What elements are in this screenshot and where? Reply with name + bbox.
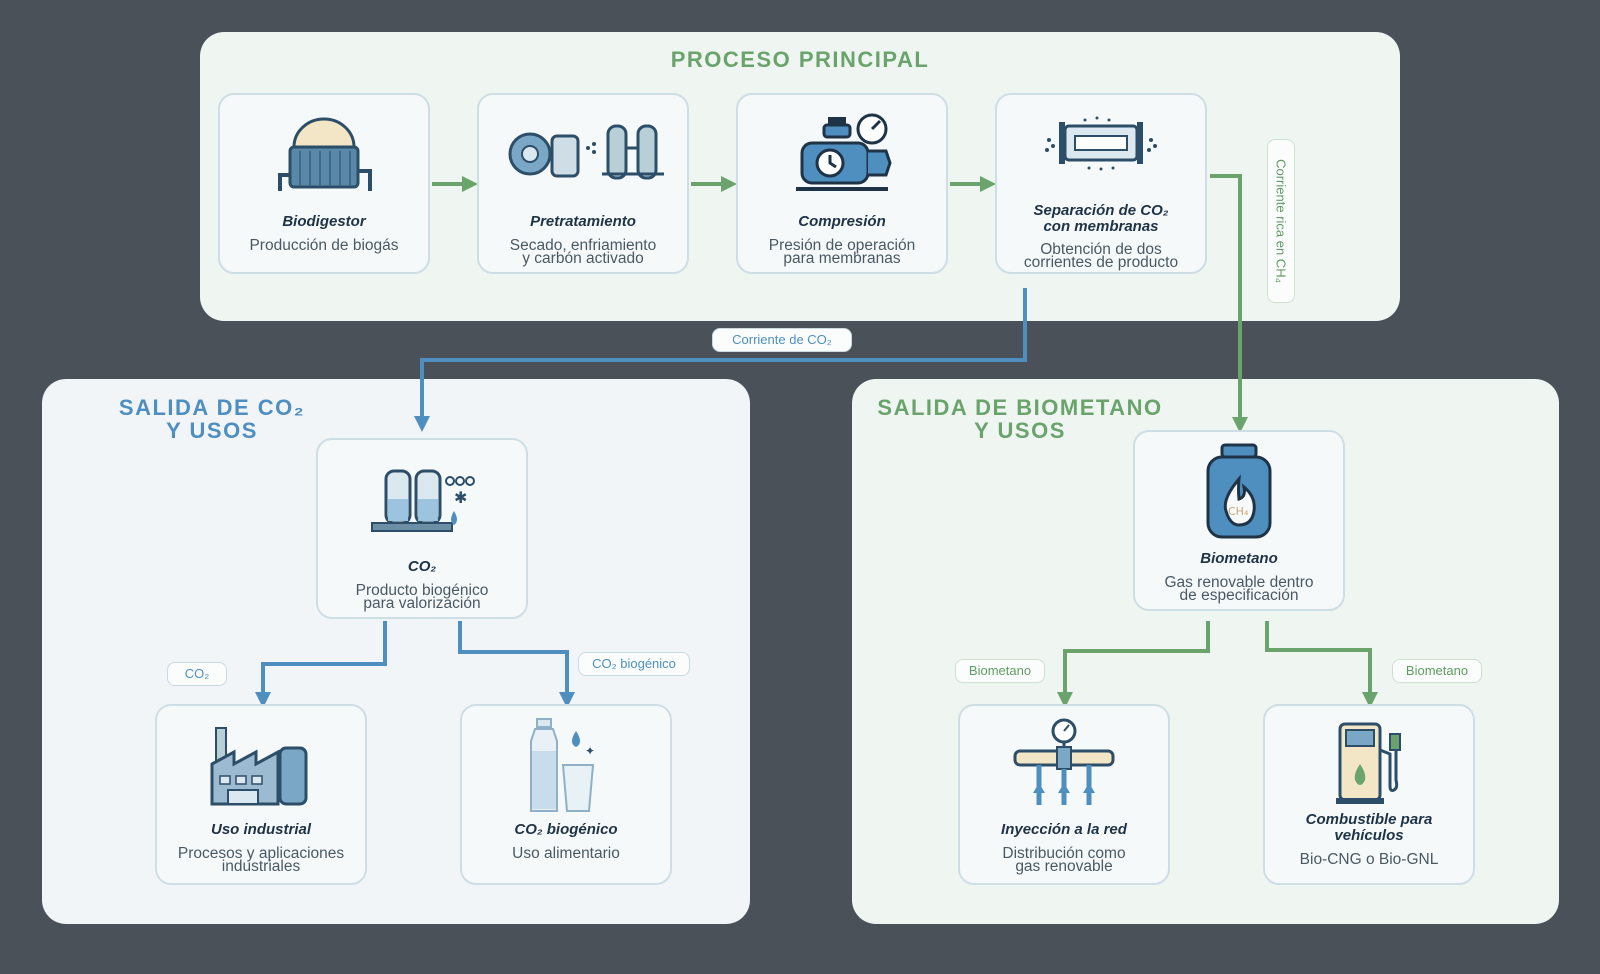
card-title: CO₂ biogénico — [514, 821, 618, 838]
arrow-bio-grid — [1057, 621, 1210, 708]
card-desc: Bio-CNG o Bio-GNL — [1299, 851, 1439, 868]
co2-stream-label: Corriente de CO₂ — [712, 328, 852, 352]
card-title: Inyección a la red — [1001, 821, 1127, 838]
biomethane-branch-label-right: Biometano — [1392, 659, 1482, 683]
svg-text:✦: ✦ — [585, 744, 595, 758]
card-title-2: con membranas — [1043, 218, 1159, 235]
arrow-co2-food — [458, 621, 575, 708]
card-desc: Gas renovable dentro — [1164, 574, 1314, 591]
co2-tanks-icon: ✱ — [318, 454, 526, 544]
card-desc: Uso alimentario — [512, 845, 620, 862]
gas-grid-pipes-icon — [960, 718, 1168, 810]
card-title-2: vehículos — [1334, 827, 1404, 844]
main-process-title: PROCESO PRINCIPAL — [670, 47, 930, 72]
factory-icon — [157, 720, 365, 810]
card-title: Separación de CO₂ — [1033, 202, 1169, 219]
card-title: Combustible para — [1305, 811, 1433, 828]
card-title: CO₂ — [407, 558, 437, 575]
svg-text:✱: ✱ — [454, 488, 467, 507]
biomethane-branch-label-left: Biometano — [955, 659, 1045, 683]
card-grid-injection: Inyección a la red Distribución como gas… — [958, 704, 1170, 885]
card-desc: Obtención de dos — [1040, 241, 1162, 258]
card-desc: Distribución como — [1002, 845, 1126, 862]
card-title: Uso industrial — [210, 821, 311, 838]
co2-biogenic-branch-label: CO₂ biogénico — [578, 652, 690, 676]
card-desc-2: para valorización — [363, 595, 481, 612]
fuel-pump-icon — [1265, 720, 1473, 806]
card-desc-2: y carbón activado — [522, 250, 644, 267]
arrow-co2-stream — [414, 288, 1027, 432]
card-vehicle-fuel: Combustible para vehículos Bio-CNG o Bio… — [1263, 704, 1475, 885]
card-pretratamiento: Pretratamiento Secado, enfriamiento y ca… — [477, 93, 689, 274]
tank-label: CH₄ — [1228, 505, 1249, 518]
card-desc-2: de especificación — [1179, 587, 1299, 604]
membrane-separator-icon — [997, 109, 1205, 179]
card-food-use: ✦ CO₂ biogénico Uso alimentario — [460, 704, 672, 885]
arrow-co2-industrial — [255, 621, 387, 708]
card-desc-2: industriales — [221, 858, 301, 875]
card-desc-2: para membranas — [783, 250, 901, 267]
card-compresion: Compresión Presión de operación para mem… — [736, 93, 948, 274]
card-title: Compresión — [798, 213, 886, 230]
biodigester-icon — [220, 109, 428, 199]
arrow-ch4-stream — [1210, 174, 1248, 433]
card-separacion: Separación de CO₂ con membranas Obtenció… — [995, 93, 1207, 274]
card-desc-2: corrientes de producto — [1023, 254, 1179, 271]
biomethane-tank-icon: CH₄ — [1135, 443, 1343, 539]
card-title: Biometano — [1200, 550, 1278, 567]
card-industrial-use: Uso industrial Procesos y aplicaciones i… — [155, 704, 367, 885]
card-desc: Secado, enfriamiento — [509, 237, 657, 254]
card-desc: Procesos y aplicaciones — [177, 845, 345, 862]
card-title: Pretratamiento — [530, 213, 636, 230]
card-desc-2: gas renovable — [1015, 858, 1113, 875]
card-desc: Presión de operación — [768, 237, 916, 254]
compressor-icon — [738, 109, 946, 199]
card-co2-product: ✱ CO₂ Producto biogénico para valorizaci… — [316, 438, 528, 619]
card-desc: Producto biogénico — [355, 582, 489, 599]
bottle-and-glass-icon: ✦ — [462, 718, 670, 812]
co2-branch-label: CO₂ — [167, 662, 227, 686]
ch4-stream-label: Corriente rica en CH₄ — [1267, 139, 1295, 303]
card-biomethane-product: CH₄ Biometano Gas renovable dentro de es… — [1133, 430, 1345, 611]
card-desc: Producción de biogás — [249, 237, 399, 254]
card-title: Biodigestor — [282, 213, 366, 230]
pretreatment-equipment-icon — [479, 109, 687, 199]
card-biodigestor: Biodigestor Producción de biogás — [218, 93, 430, 274]
arrow-bio-vehicles — [1265, 621, 1378, 708]
